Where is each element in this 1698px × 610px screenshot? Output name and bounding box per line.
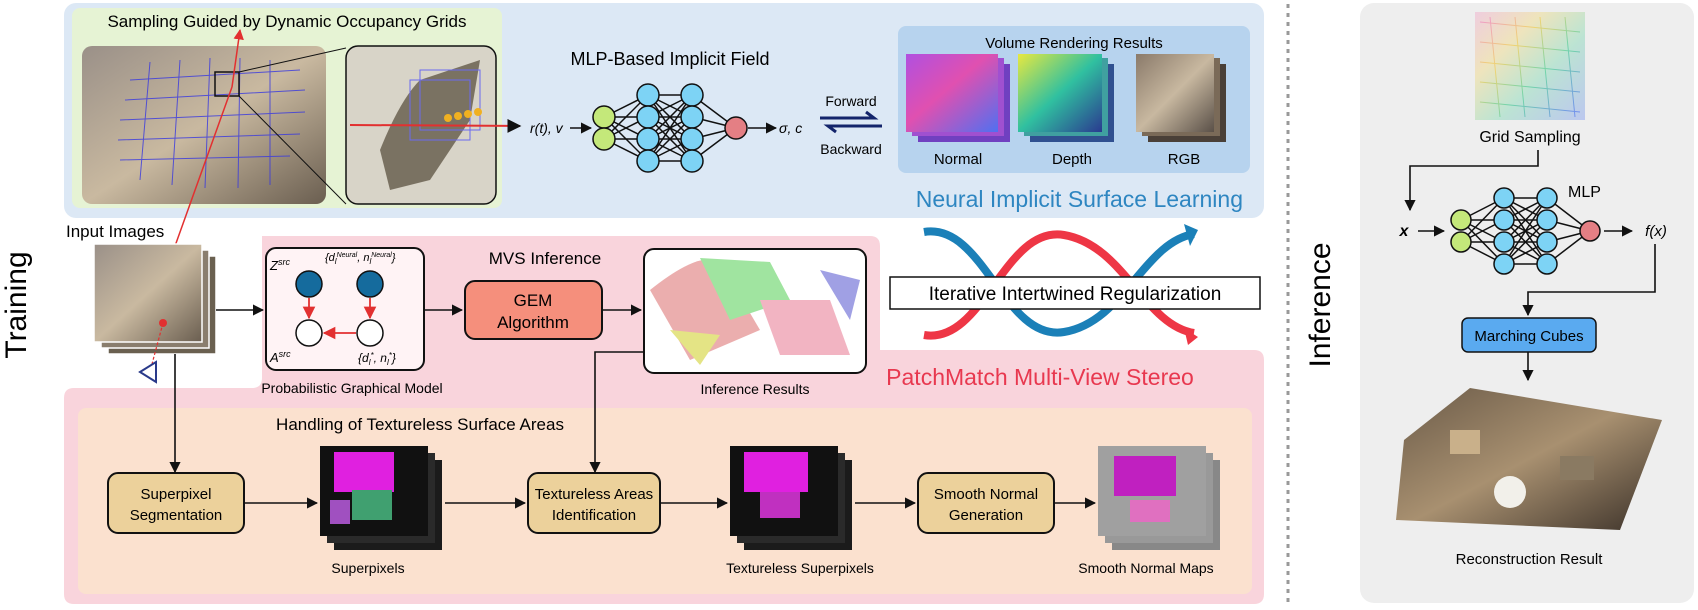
input-image-stack bbox=[93, 243, 217, 355]
backward-arrow bbox=[823, 124, 882, 134]
mlp-node bbox=[680, 83, 704, 107]
inference-point-cloud bbox=[650, 258, 860, 365]
camera-icon bbox=[138, 360, 157, 384]
mlp-network bbox=[570, 83, 778, 173]
mlp-node bbox=[680, 149, 704, 173]
gem-label-1: GEM bbox=[514, 291, 553, 310]
pgm-node-star bbox=[356, 319, 384, 347]
forward-label: Forward bbox=[825, 93, 876, 109]
mlp-node bbox=[636, 105, 660, 129]
iterative-label: Iterative Intertwined Regularization bbox=[929, 284, 1222, 305]
volume-rgb-label: RGB bbox=[1168, 151, 1201, 168]
volume-normal-label: Normal bbox=[934, 151, 982, 168]
pgm-a-label: Asrc bbox=[269, 349, 291, 365]
mlp-node bbox=[1493, 231, 1515, 253]
pgm-neural-label: {dlNeural, nlNeural} bbox=[325, 252, 396, 266]
mlp-edge bbox=[647, 94, 693, 162]
mlp-node bbox=[1450, 209, 1472, 231]
input-images-label: Input Images bbox=[66, 222, 164, 241]
textureless-id-box bbox=[527, 472, 661, 534]
gem-label-2: Algorithm bbox=[497, 313, 569, 332]
forward-arrow bbox=[820, 110, 879, 120]
mlp-output-label: σ, c bbox=[779, 120, 802, 136]
mlp-node bbox=[724, 116, 748, 140]
pgm-node-neural bbox=[356, 270, 384, 298]
mlp-node bbox=[1536, 253, 1558, 275]
mlp-node bbox=[1493, 253, 1515, 275]
superpixels-image-stack bbox=[320, 446, 442, 550]
mlp-title: MLP-Based Implicit Field bbox=[570, 49, 769, 69]
iterative-label-box bbox=[889, 276, 1261, 310]
mlp-node bbox=[636, 83, 660, 107]
textureless-id-label-1: Textureless Areas bbox=[535, 486, 653, 503]
volume-title: Volume Rendering Results bbox=[985, 35, 1163, 52]
smooth-normal-maps-label: Smooth Normal Maps bbox=[1078, 560, 1213, 576]
rgb-image-stack bbox=[1136, 54, 1226, 142]
pmvs-title: PatchMatch Multi-View Stereo bbox=[886, 364, 1194, 390]
textureless-panel bbox=[78, 408, 1252, 594]
inference-x-label: x bbox=[1399, 223, 1410, 240]
pmvs-arrows bbox=[169, 304, 643, 474]
inference-label: Inference bbox=[1304, 242, 1337, 367]
mlp-node bbox=[592, 127, 616, 151]
smooth-normal-gen-label-1: Smooth Normal bbox=[934, 486, 1038, 503]
grid-sampling-label: Grid Sampling bbox=[1479, 129, 1580, 146]
inference-results-label: Inference Results bbox=[701, 381, 810, 397]
depth-image-stack bbox=[1018, 54, 1114, 142]
mlp-edge bbox=[1503, 197, 1548, 265]
mlp-node bbox=[636, 127, 660, 151]
mlp-node bbox=[1450, 231, 1472, 253]
pgm-caption: Probabilistic Graphical Model bbox=[261, 380, 442, 396]
sampling-title: Sampling Guided by Dynamic Occupancy Gri… bbox=[107, 12, 466, 31]
superpixel-seg-label-1: Superpixel bbox=[141, 486, 212, 503]
smooth-normal-maps-image-stack bbox=[1098, 446, 1220, 550]
mlp-node bbox=[680, 127, 704, 151]
superpixels-label: Superpixels bbox=[331, 560, 404, 576]
sofa-image bbox=[82, 46, 326, 204]
zoom-box bbox=[214, 71, 240, 97]
pgm-node-a bbox=[295, 319, 323, 347]
inference-fx-label: f(x) bbox=[1645, 223, 1667, 240]
mlp-node bbox=[1536, 187, 1558, 209]
mlp-node bbox=[1493, 187, 1515, 209]
pgm-node-z bbox=[295, 270, 323, 298]
inference-mlp-network bbox=[1450, 187, 1601, 275]
textureless-superpixels-label: Textureless Superpixels bbox=[726, 560, 874, 576]
reconstruction-label: Reconstruction Result bbox=[1456, 551, 1604, 568]
mlp-node bbox=[1536, 209, 1558, 231]
backward-label: Backward bbox=[820, 141, 881, 157]
smooth-normal-gen-label-2: Generation bbox=[949, 507, 1023, 524]
pgm-star-label: {dl*, nl*} bbox=[358, 351, 396, 367]
superpixel-seg-label-2: Segmentation bbox=[130, 507, 223, 524]
textureless-title: Handling of Textureless Surface Areas bbox=[276, 415, 564, 434]
training-label: Training bbox=[0, 251, 33, 358]
mlp-node bbox=[592, 105, 616, 129]
mlp-node bbox=[636, 149, 660, 173]
textureless-id-label-2: Identification bbox=[552, 507, 636, 524]
pgm-z-label: Zsrc bbox=[269, 257, 290, 273]
inference-mlp-label: MLP bbox=[1568, 184, 1601, 201]
mlp-node bbox=[1536, 231, 1558, 253]
camera-ray bbox=[169, 86, 233, 261]
normal-image-stack bbox=[906, 54, 1010, 142]
smooth-normal-gen-box bbox=[917, 472, 1055, 534]
mlp-input-label: r(t), v bbox=[530, 120, 564, 136]
grid-sampling-image bbox=[1475, 12, 1585, 120]
neural-title: Neural Implicit Surface Learning bbox=[916, 186, 1243, 212]
marching-cubes-box bbox=[1461, 317, 1597, 353]
volume-depth-label: Depth bbox=[1052, 151, 1092, 168]
mlp-node bbox=[1493, 209, 1515, 231]
reconstruction-image bbox=[1396, 388, 1662, 530]
marching-cubes-label: Marching Cubes bbox=[1474, 328, 1583, 345]
mlp-node bbox=[1579, 220, 1601, 242]
mlp-node bbox=[680, 105, 704, 129]
mvs-inference-label: MVS Inference bbox=[489, 249, 601, 268]
inference-arrows bbox=[1404, 150, 1656, 382]
textureless-superpixels-image-stack bbox=[730, 446, 852, 550]
superpixel-seg-box bbox=[107, 472, 245, 534]
